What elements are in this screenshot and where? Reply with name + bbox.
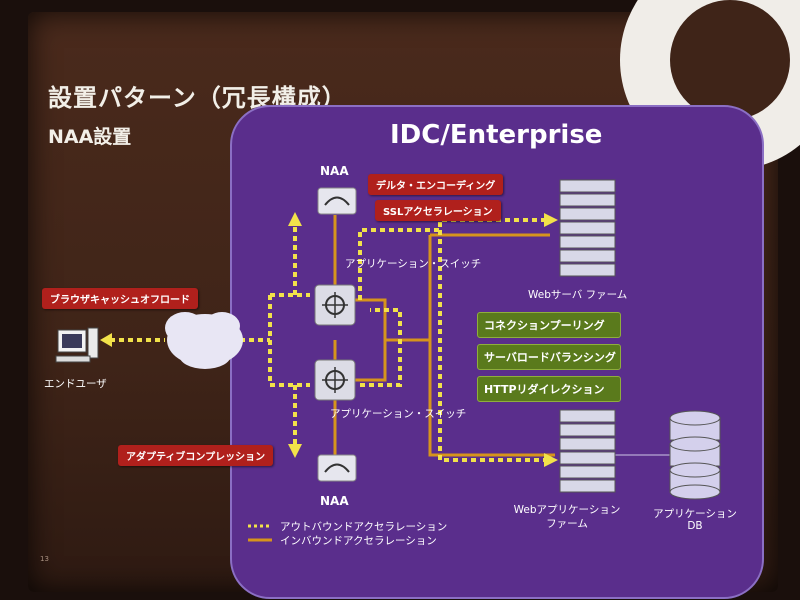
web-farm-label: Webサーバ ファーム bbox=[528, 289, 628, 301]
arrow-to-web bbox=[544, 213, 558, 227]
switch-top-label: アプリケーション・スイッチ bbox=[345, 258, 482, 270]
naa-bottom-device bbox=[317, 454, 357, 482]
end-user-label: エンドユーザ bbox=[44, 378, 107, 390]
tag-adaptive-compression: アダプティブコンプレッション bbox=[118, 445, 274, 466]
arrow-to-app bbox=[544, 453, 558, 467]
inbound-paths bbox=[333, 215, 555, 457]
internet-cloud bbox=[165, 312, 243, 369]
arrow-to-user bbox=[100, 333, 112, 347]
tag-http-redirection: HTTPリダイレクション bbox=[477, 376, 621, 402]
app-database bbox=[669, 410, 721, 500]
panel-title: IDC/Enterprise bbox=[390, 120, 603, 150]
switch-bottom-label: アプリケーション・スイッチ bbox=[330, 408, 467, 420]
tag-server-load-balancing: サーバロードバランシング bbox=[477, 344, 621, 370]
outbound-to-web bbox=[358, 218, 545, 300]
app-db-label-2: DB bbox=[687, 520, 703, 532]
outbound-mid-loop bbox=[360, 308, 402, 387]
tag-delta-encoding: デルタ・エンコーディング bbox=[368, 174, 504, 195]
tag-connection-pooling: コネクションプーリング bbox=[477, 312, 621, 338]
web-app-farm bbox=[559, 409, 616, 493]
tag-ssl-acceleration: SSLアクセラレーション bbox=[375, 200, 501, 221]
outbound-paths bbox=[110, 218, 545, 462]
outbound-to-app bbox=[438, 230, 545, 462]
end-user-computer bbox=[55, 327, 99, 363]
logo-inner bbox=[670, 0, 790, 120]
app-db-label-1: アプリケーション bbox=[653, 508, 737, 520]
slide-subtitle: NAA設置 bbox=[48, 126, 132, 148]
page-number: 13 bbox=[40, 555, 49, 563]
arrow-to-naa-bottom bbox=[288, 444, 302, 458]
legend-outbound-label: アウトバウンドアクセラレーション bbox=[280, 521, 448, 533]
tag-browser-cache-offload: ブラウザキャッシュオフロード bbox=[42, 288, 198, 309]
naa-top-device bbox=[317, 187, 357, 215]
inbound-trunk bbox=[428, 235, 555, 457]
arrow-to-naa-top bbox=[288, 212, 302, 226]
naa-bottom-label: NAA bbox=[320, 494, 349, 508]
outbound-arrowheads bbox=[100, 212, 558, 467]
app-farm-label-1: Webアプリケーション bbox=[513, 504, 621, 516]
app-farm-label-2: ファーム bbox=[546, 518, 588, 530]
legend-inbound-label: インバウンドアクセラレーション bbox=[280, 535, 437, 547]
web-server-farm bbox=[559, 179, 616, 277]
naa-top-label: NAA bbox=[320, 164, 349, 178]
switch-top-device bbox=[314, 284, 356, 326]
switch-bottom-device bbox=[314, 359, 356, 401]
